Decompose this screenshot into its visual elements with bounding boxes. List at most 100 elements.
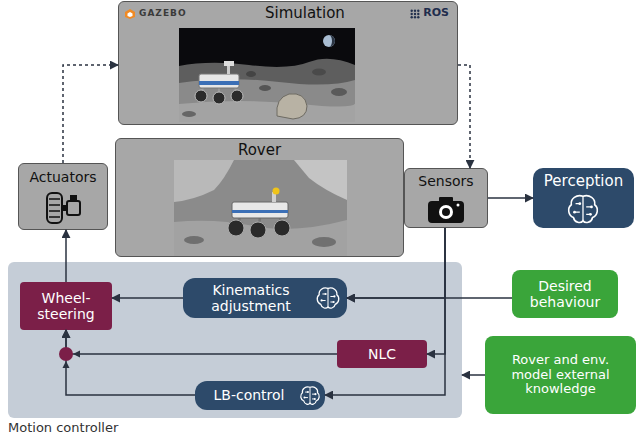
brain-icon-part xyxy=(314,398,316,400)
node-label: Wheel- steering xyxy=(25,290,107,322)
moon-scene-part xyxy=(179,101,355,122)
brain-icon-part xyxy=(307,391,309,393)
moon-scene-part xyxy=(323,35,335,47)
ros-logo-part xyxy=(411,12,413,14)
perception-box: Perception xyxy=(533,168,634,228)
moon-scene xyxy=(179,28,355,122)
brain-icon-part xyxy=(569,196,598,223)
brain-icon-part xyxy=(575,196,592,220)
brain-icon-part xyxy=(305,387,316,403)
actuator-icon-part xyxy=(70,195,77,201)
actuators-box: Actuators xyxy=(18,163,108,230)
node-label: Sensors xyxy=(418,173,473,189)
learning-box: LB-control xyxy=(195,381,325,410)
region-label: Motion controller xyxy=(8,421,118,436)
gazebo-logo-part xyxy=(125,9,135,19)
moon-scene-part xyxy=(312,69,326,76)
moon-scene-part xyxy=(277,94,307,119)
brain-icon-part xyxy=(332,301,334,303)
brain-icon xyxy=(566,193,600,225)
moon-scene-part-part xyxy=(199,74,239,88)
connector xyxy=(488,197,533,199)
actuator-icon xyxy=(44,190,84,226)
brain-icon-part xyxy=(314,393,316,395)
brain-icon xyxy=(299,385,321,406)
brain-icon xyxy=(315,286,341,310)
moon-scene-part xyxy=(259,85,271,91)
brain-icon-part xyxy=(590,205,593,208)
rover-photo xyxy=(174,160,347,256)
ros-logo xyxy=(410,9,420,19)
gazebo-logo-part xyxy=(128,12,133,17)
brain-icon-part xyxy=(573,211,576,214)
brain-icon-part xyxy=(578,202,581,205)
brain-icon-part xyxy=(320,299,322,301)
ros-logo-part xyxy=(411,9,413,11)
moon-scene-part xyxy=(195,61,243,104)
rover-photo-part-part xyxy=(232,210,288,213)
rover-photo-part-part xyxy=(250,222,266,238)
rover-photo-part xyxy=(184,236,204,244)
moon-scene-part-part xyxy=(224,61,234,66)
learning-box: Kinematics adjustment xyxy=(183,278,347,318)
node-label: Rover xyxy=(238,142,281,159)
actuator-icon-part xyxy=(67,201,80,215)
node-label: Perception xyxy=(544,173,623,190)
ros-logo-part xyxy=(414,16,416,18)
brain-icon-part xyxy=(589,213,592,216)
ros-logo-part xyxy=(417,9,419,11)
input-box: Rover and env. model external knowledge xyxy=(485,336,636,414)
ros-logo-part xyxy=(414,9,416,11)
moon-scene-part xyxy=(246,71,256,77)
moon-scene-part xyxy=(331,88,347,96)
connector xyxy=(65,230,67,282)
rover-photo-part-part xyxy=(232,202,288,218)
brain-icon-part xyxy=(303,397,305,399)
moon-scene-part-part xyxy=(231,90,243,102)
ros-logo-part xyxy=(411,16,413,18)
summing-junction-part xyxy=(59,347,73,361)
ros-logo-part xyxy=(417,12,419,14)
connector xyxy=(112,297,183,299)
connector xyxy=(462,374,485,376)
actuator-icon-part xyxy=(49,198,60,200)
input-box: Desired behaviour xyxy=(512,270,618,318)
rover-photo-part xyxy=(174,220,347,256)
rover-photo-part xyxy=(312,237,336,247)
sensors-box: Sensors xyxy=(404,168,488,228)
moon-scene-part xyxy=(182,111,196,117)
camera-icon-part xyxy=(439,205,453,219)
gazebo-logo xyxy=(124,8,136,20)
ros-logo-part xyxy=(417,16,419,18)
ros-logo-part xyxy=(414,12,416,14)
actuator-icon-part xyxy=(49,216,60,218)
rover-photo-part xyxy=(294,160,347,200)
camera-icon-part xyxy=(457,204,460,207)
process-box: NLC xyxy=(337,340,427,368)
camera-icon xyxy=(426,195,466,225)
actuator-icon-part xyxy=(49,210,60,212)
brain-icon-part xyxy=(333,295,335,297)
header-row: GAZEBO Simulation ROS xyxy=(139,5,449,22)
actuator-icon-part xyxy=(49,204,60,206)
panel-title: Simulation xyxy=(265,5,345,22)
connector xyxy=(63,65,118,163)
node-label: NLC xyxy=(368,346,396,362)
node-label: Kinematics adjustment xyxy=(189,282,313,314)
rover-panel: Rover xyxy=(115,138,404,257)
logo-text: ROS xyxy=(423,7,449,20)
moon-scene-part xyxy=(179,28,355,122)
node-label: LB-control xyxy=(214,387,285,403)
node-label: Actuators xyxy=(29,169,96,185)
rover-photo-part-part xyxy=(228,220,244,236)
rover-photo-part-part xyxy=(273,188,280,195)
actuator-icon-part xyxy=(47,193,62,223)
simulation-panel: GAZEBO Simulation ROS xyxy=(118,1,458,125)
brain-icon-part xyxy=(324,293,326,295)
node-label: Desired behaviour xyxy=(517,278,613,310)
moon-scene-part-part xyxy=(213,92,225,104)
moon-scene-part-part xyxy=(195,90,207,102)
logo-text: GAZEBO xyxy=(139,8,187,18)
